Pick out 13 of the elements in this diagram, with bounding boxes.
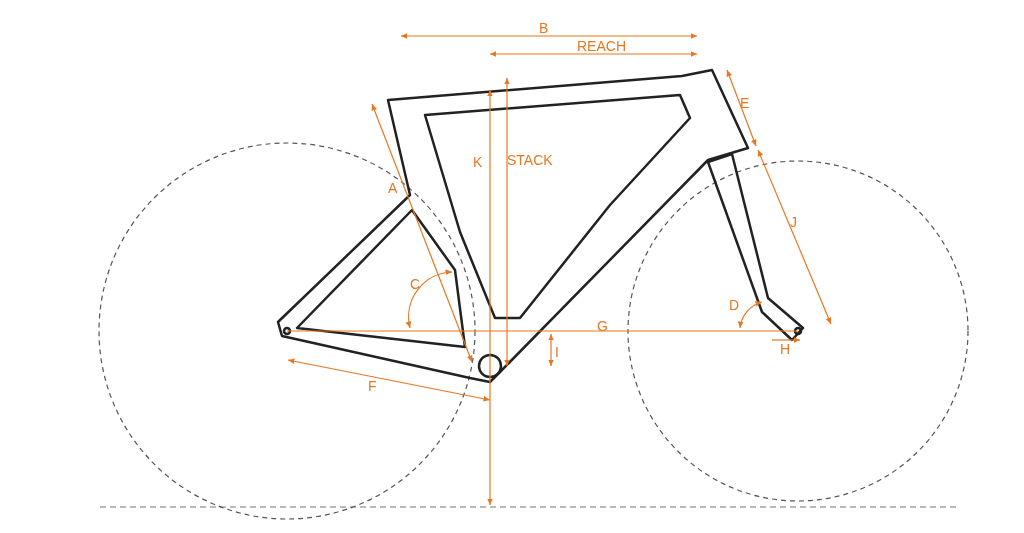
dimension-label: C	[410, 276, 421, 292]
dimension-label: A	[388, 180, 398, 196]
dimension-label: F	[368, 378, 377, 394]
dimension-label: STACK	[507, 152, 553, 168]
dimension-label: I	[555, 344, 559, 360]
dimension-label: G	[597, 318, 608, 334]
dimension-label: E	[740, 95, 750, 111]
dimension-label: K	[473, 154, 483, 170]
dimension-label: REACH	[577, 38, 626, 54]
dimension-label: J	[790, 214, 797, 230]
dimension-label: D	[729, 297, 740, 313]
dimension-label: H	[780, 341, 791, 357]
dimension-label: B	[539, 20, 549, 36]
